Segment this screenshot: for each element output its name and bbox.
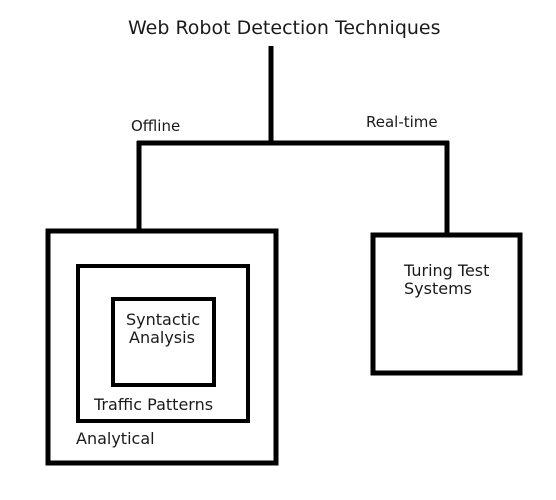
analytical-label: Analytical xyxy=(76,429,155,448)
diagram-title: Web Robot Detection Techniques xyxy=(128,17,441,39)
offline-label: Offline xyxy=(131,117,181,135)
traffic-patterns-label: Traffic Patterns xyxy=(94,395,214,414)
turing-test-box xyxy=(370,232,523,376)
syntactic-label-line2: Analysis xyxy=(129,328,195,348)
realtime-label: Real-time xyxy=(366,113,438,131)
analytical-box xyxy=(45,228,279,466)
syntactic-analysis-label: Syntactic Analysis xyxy=(126,310,201,348)
traffic-patterns-box xyxy=(76,264,250,423)
syntactic-label-line1: Syntactic xyxy=(126,310,201,329)
syntactic-analysis-box xyxy=(111,297,216,387)
turing-test-label: Turing Test Systems xyxy=(404,261,490,299)
turing-test-label-line1: Turing Test xyxy=(404,261,490,280)
turing-test-label-line2: Systems xyxy=(404,279,472,299)
